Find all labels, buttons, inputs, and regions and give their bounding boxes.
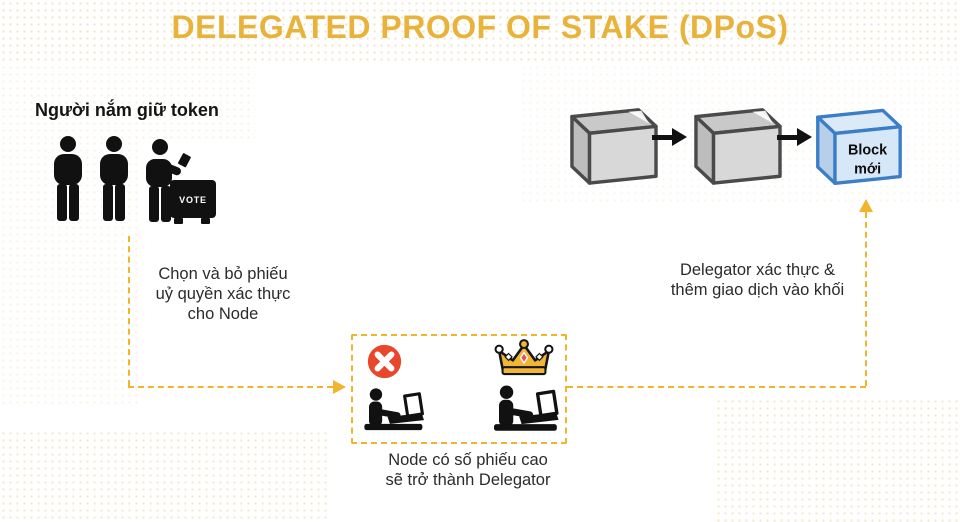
caption-node-elected: Node có số phiếu cao sẽ trở thành Delega… — [352, 450, 584, 490]
connector-right-vertical — [865, 212, 867, 386]
crown-icon — [494, 339, 554, 376]
connector-right-horizontal — [567, 386, 866, 388]
arrowhead-right-icon — [333, 380, 346, 394]
caption-line: sẽ trở thành Delegator — [385, 471, 551, 489]
caption-line: cho Node — [187, 305, 259, 323]
caption-line: thêm giao dịch vào khối — [670, 281, 845, 299]
vote-box-label: VOTE — [179, 195, 207, 205]
block-cube-icon — [570, 108, 658, 185]
new-block-label-line2: mới — [854, 162, 881, 178]
ballot-box — [170, 180, 216, 218]
caption-line: Node có số phiếu cao — [388, 451, 548, 469]
page-title: DELEGATED PROOF OF STAKE (DPoS) — [171, 9, 789, 45]
caption-delegate-vote: Chọn và bỏ phiếu uỷ quyền xác thực cho N… — [128, 264, 318, 324]
chain-arrow-icon — [652, 128, 687, 146]
new-block-label-line1: Block — [848, 143, 887, 159]
person-laptop-icon — [493, 385, 559, 431]
red-x-icon — [367, 344, 402, 379]
new-block-cube-icon: Block mới — [816, 108, 902, 185]
node-election-box — [351, 334, 567, 444]
dot-grid-bottom-left — [0, 430, 330, 522]
arrowhead-up-icon — [859, 199, 873, 212]
connector-left-vertical — [128, 236, 130, 386]
ballot-paper — [178, 153, 191, 168]
caption-delegator-validates: Delegator xác thực & thêm giao dịch vào … — [650, 260, 865, 300]
voting-arm — [161, 162, 181, 176]
voters-ballot-icon: VOTE — [54, 136, 216, 224]
token-holders-label: Người nắm giữ token — [35, 100, 219, 120]
caption-line: Chọn và bỏ phiếu — [158, 265, 288, 283]
chain-arrow-icon — [777, 128, 812, 146]
connector-left-horizontal — [128, 386, 333, 388]
caption-line: uỷ quyền xác thực — [155, 285, 291, 303]
person-laptop-icon — [364, 388, 424, 431]
caption-line: Delegator xác thực & — [679, 261, 836, 279]
block-cube-icon — [694, 108, 782, 185]
dot-grid-bottom-right — [715, 398, 960, 522]
